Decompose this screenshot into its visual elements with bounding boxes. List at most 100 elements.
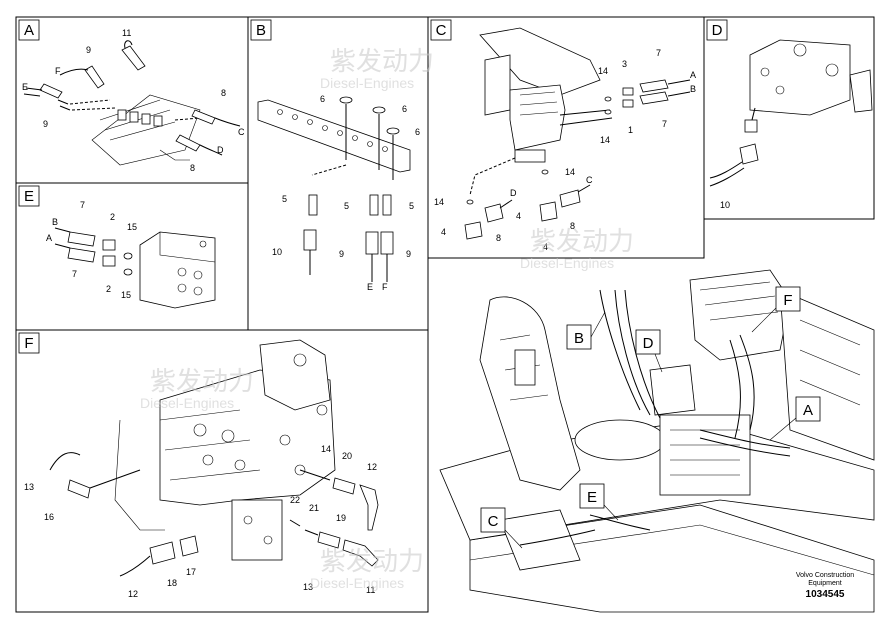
panel-a-frame [15, 16, 249, 184]
svg-text:紫发动力: 紫发动力 [320, 546, 424, 576]
svg-text:6: 6 [320, 94, 325, 104]
panel-a-labels: 9 11 F E 9 8 C D 8 [22, 28, 245, 173]
svg-text:2: 2 [106, 284, 111, 294]
svg-text:14: 14 [321, 444, 331, 454]
overview-callouts: B D F A E C [480, 286, 821, 549]
svg-text:15: 15 [127, 222, 137, 232]
svg-text:D: D [643, 335, 654, 352]
svg-text:4: 4 [543, 242, 548, 252]
svg-text:21: 21 [309, 503, 319, 513]
panel-c-tag: C [430, 19, 452, 41]
svg-text:F: F [55, 66, 61, 76]
panel-f-labels: 14 20 12 13 16 22 21 19 17 18 12 13 11 [24, 444, 377, 599]
panel-d-drawing [709, 39, 873, 187]
svg-text:A: A [46, 233, 52, 243]
svg-text:Diesel-Engines: Diesel-Engines [520, 255, 614, 271]
svg-text:8: 8 [570, 221, 575, 231]
panel-f-frame [15, 329, 429, 613]
svg-text:10: 10 [720, 200, 730, 210]
panel-b-drawing [257, 96, 411, 282]
svg-text:1: 1 [628, 125, 633, 135]
svg-text:E: E [22, 82, 28, 92]
svg-text:Diesel-Engines: Diesel-Engines [140, 395, 234, 411]
svg-text:11: 11 [122, 28, 131, 38]
svg-text:6: 6 [402, 104, 407, 114]
svg-text:5: 5 [282, 194, 287, 204]
panel-d-tag: D [706, 19, 728, 41]
panel-b-labels: 6 6 6 5 5 5 10 9 9 E F [272, 94, 420, 292]
svg-text:9: 9 [86, 45, 91, 55]
svg-text:9: 9 [339, 249, 344, 259]
svg-text:紫发动力: 紫发动力 [530, 226, 634, 256]
svg-text:14: 14 [598, 66, 608, 76]
panel-d-frame [703, 16, 875, 220]
callout-d: D [635, 329, 663, 373]
svg-text:D: D [510, 188, 517, 198]
svg-text:F: F [783, 292, 792, 309]
callout-a: A [769, 396, 821, 441]
svg-text:18: 18 [167, 578, 177, 588]
svg-text:C: C [436, 22, 447, 39]
svg-text:D: D [712, 22, 723, 39]
svg-text:4: 4 [516, 211, 521, 221]
svg-text:7: 7 [72, 269, 77, 279]
svg-text:A: A [803, 402, 813, 419]
svg-text:F: F [24, 335, 33, 352]
svg-text:8: 8 [190, 163, 195, 173]
svg-text:3: 3 [622, 59, 627, 69]
svg-text:D: D [217, 145, 224, 155]
svg-text:19: 19 [336, 513, 346, 523]
svg-text:B: B [574, 330, 584, 347]
svg-text:E: E [587, 489, 597, 506]
panel-b-tag: B [250, 19, 272, 41]
drawing-number: 1034545 [805, 589, 845, 600]
svg-text:6: 6 [415, 127, 420, 137]
svg-text:20: 20 [342, 451, 352, 461]
svg-text:B: B [52, 217, 58, 227]
panel-a-drawing [23, 40, 241, 166]
machine-overview [439, 269, 875, 613]
svg-text:13: 13 [24, 482, 34, 492]
svg-text:14: 14 [565, 167, 575, 177]
callout-f: F [751, 286, 801, 333]
svg-text:Diesel-Engines: Diesel-Engines [320, 75, 414, 91]
svg-text:12: 12 [128, 589, 138, 599]
svg-text:9: 9 [43, 119, 48, 129]
panel-f-drawing [49, 339, 379, 577]
svg-text:17: 17 [186, 567, 196, 577]
svg-text:C: C [238, 127, 245, 137]
panel-a-tag: A [18, 19, 40, 41]
footer-maker: Volvo Construction Equipment [795, 572, 855, 587]
svg-text:C: C [488, 513, 499, 530]
svg-text:C: C [586, 175, 593, 185]
svg-text:5: 5 [344, 201, 349, 211]
svg-text:E: E [24, 188, 34, 205]
svg-text:15: 15 [121, 290, 131, 300]
svg-text:11: 11 [366, 585, 375, 595]
svg-text:紫发动力: 紫发动力 [150, 366, 254, 396]
panel-e-labels: 7 B 2 15 A 7 2 15 [46, 200, 137, 300]
svg-text:4: 4 [441, 227, 446, 237]
svg-text:7: 7 [662, 119, 667, 129]
svg-text:8: 8 [221, 88, 226, 98]
svg-text:13: 13 [303, 582, 313, 592]
panel-d-labels: 10 [720, 200, 730, 210]
panel-e-drawing [54, 227, 216, 309]
panel-f-tag: F [18, 332, 40, 354]
callout-e: E [579, 483, 619, 521]
svg-text:2: 2 [110, 212, 115, 222]
svg-text:7: 7 [656, 48, 661, 58]
svg-text:22: 22 [290, 495, 300, 505]
svg-text:12: 12 [367, 462, 377, 472]
svg-text:E: E [367, 282, 373, 292]
callout-c: C [480, 507, 523, 549]
svg-text:8: 8 [496, 233, 501, 243]
panel-c-drawing [464, 27, 691, 240]
watermark: 紫发动力 Diesel-Engines 紫发动力 Diesel-Engines … [140, 46, 634, 591]
panel-e-tag: E [18, 185, 40, 207]
panel-c-labels: 14 3 7 A B 14 1 7 14 14 D C 4 8 4 8 4 [434, 48, 696, 252]
svg-text:A: A [690, 70, 696, 80]
svg-text:A: A [24, 22, 34, 39]
svg-text:7: 7 [80, 200, 85, 210]
